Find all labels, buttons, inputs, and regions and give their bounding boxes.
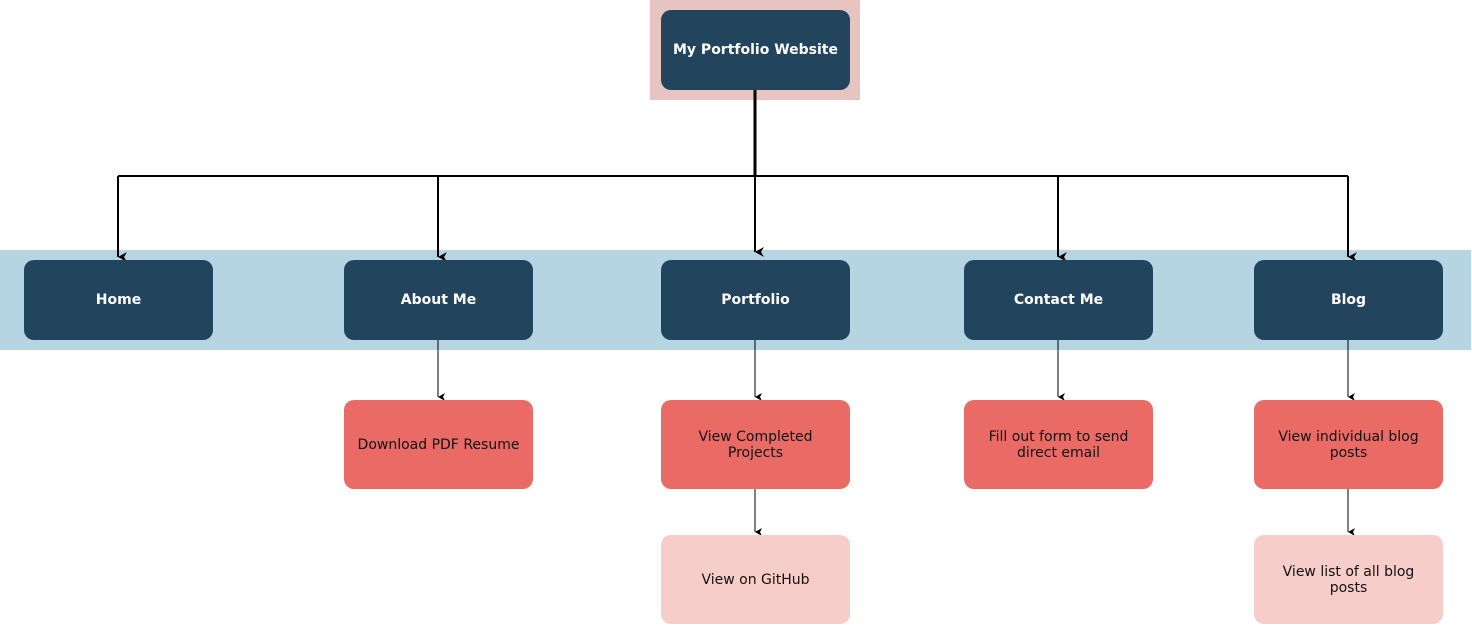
node-page-portfolio[interactable]: Portfolio [661,260,850,340]
node-page-blog[interactable]: Blog [1254,260,1443,340]
node-page-contact[interactable]: Contact Me [964,260,1153,340]
node-page-home[interactable]: Home [24,260,213,340]
node-action-blog-posts-label: View individual blog posts [1278,428,1419,461]
node-action-completed-projects-label: View Completed Projects [698,428,813,461]
node-action-completed-projects[interactable]: View Completed Projects [661,400,850,489]
node-subaction-blog-list-label: View list of all blog posts [1282,563,1415,596]
node-action-blog-posts[interactable]: View individual blog posts [1254,400,1443,489]
node-action-download-resume-label: Download PDF Resume [357,436,520,453]
node-root[interactable]: My Portfolio Website [661,10,850,90]
node-page-about-label: About Me [400,292,477,308]
node-page-contact-label: Contact Me [1013,292,1104,308]
node-page-blog-label: Blog [1330,292,1367,308]
node-action-contact-form[interactable]: Fill out form to send direct email [964,400,1153,489]
node-action-download-resume[interactable]: Download PDF Resume [344,400,533,489]
node-page-home-label: Home [95,292,142,308]
node-subaction-github[interactable]: View on GitHub [661,535,850,624]
node-subaction-blog-list[interactable]: View list of all blog posts [1254,535,1443,624]
node-page-about[interactable]: About Me [344,260,533,340]
node-page-portfolio-label: Portfolio [721,292,790,308]
node-action-contact-form-label: Fill out form to send direct email [988,428,1129,461]
node-root-label: My Portfolio Website [673,42,838,58]
node-subaction-github-label: View on GitHub [701,571,810,588]
